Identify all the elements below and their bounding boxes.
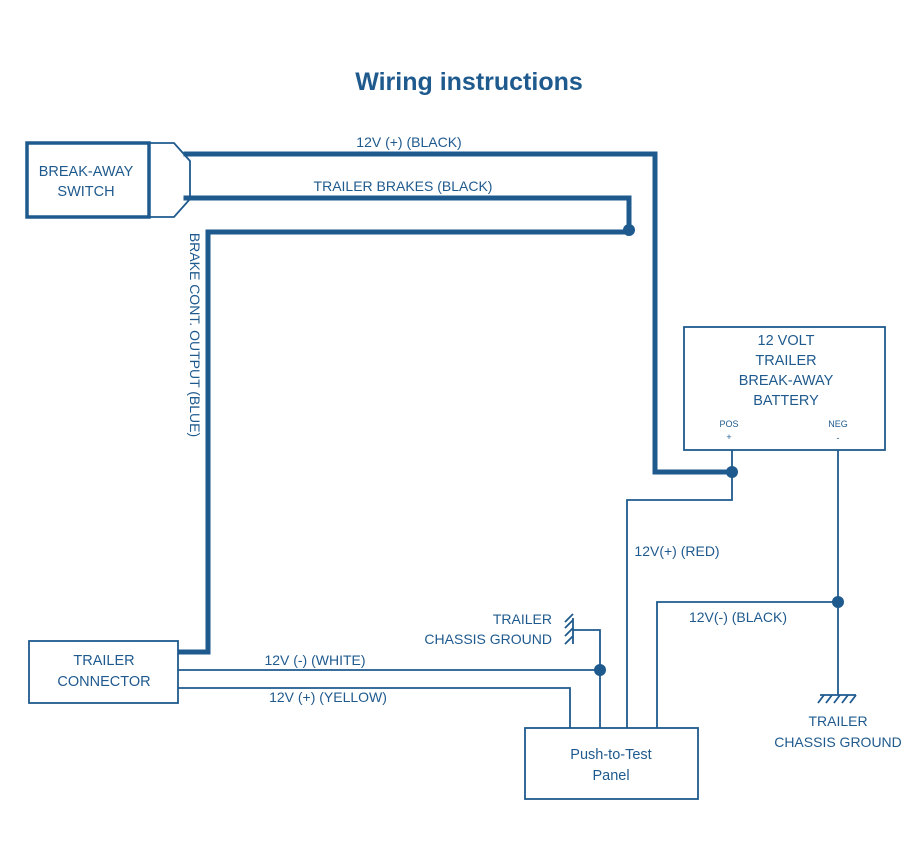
page-title: Wiring instructions xyxy=(355,68,583,96)
battery-neg-symbol: - xyxy=(837,433,840,443)
label-battery-black: 12V(-) (BLACK) xyxy=(689,609,787,625)
trailer-connector: TRAILER CONNECTOR xyxy=(28,640,179,704)
trailer-connector-label-1: TRAILER xyxy=(73,653,134,669)
label-battery-ground-2: CHASSIS GROUND xyxy=(774,734,902,750)
wire-battery-red xyxy=(626,440,733,728)
battery-pos-label: POS xyxy=(719,419,738,429)
push-to-test-label-2: Panel xyxy=(592,768,629,784)
label-yellow: 12V (+) (YELLOW) xyxy=(269,689,387,705)
wire-switch-12v xyxy=(183,151,735,475)
trailer-connector-label-2: CONNECTOR xyxy=(57,674,150,690)
wire-battery-black xyxy=(656,601,838,728)
battery-neg-label: NEG xyxy=(828,419,848,429)
label-switch-12v: 12V (+) (BLACK) xyxy=(356,134,461,150)
push-to-test-label-1: Push-to-Test xyxy=(570,747,651,763)
trailer-battery: 12 VOLT TRAILER BREAK-AWAY BATTERY POS +… xyxy=(683,326,886,451)
junction-dot-white xyxy=(594,664,606,676)
label-battery-ground-1: TRAILER xyxy=(808,713,867,729)
battery-label-2: TRAILER xyxy=(755,353,816,369)
break-away-switch-label-2: SWITCH xyxy=(57,184,114,200)
wire-panel-ground xyxy=(573,629,601,670)
junction-dot-battery-neg xyxy=(832,596,844,608)
battery-ground-icon xyxy=(817,694,857,704)
battery-label-1: 12 VOLT xyxy=(758,333,815,349)
label-trailer-brakes: TRAILER BRAKES (BLACK) xyxy=(314,178,493,194)
label-white: 12V (-) (WHITE) xyxy=(264,652,365,668)
battery-label-3: BREAK-AWAY xyxy=(739,373,834,389)
push-to-test-panel: Push-to-Test Panel xyxy=(524,727,699,800)
battery-label-4: BATTERY xyxy=(753,393,819,409)
label-brake-output: BRAKE CONT. OUTPUT (BLUE) xyxy=(187,233,203,437)
junction-dot-brakes xyxy=(623,224,635,236)
junction-dot-battery-pos xyxy=(726,466,738,478)
label-panel-ground-2: CHASSIS GROUND xyxy=(424,631,552,647)
wire-brake-output xyxy=(177,229,632,655)
label-panel-ground-1: TRAILER xyxy=(493,611,552,627)
break-away-switch: BREAK-AWAY SWITCH xyxy=(25,141,191,219)
panel-ground-icon xyxy=(564,613,574,645)
break-away-switch-label-1: BREAK-AWAY xyxy=(39,164,134,180)
wire-white xyxy=(178,669,601,728)
wire-yellow xyxy=(178,687,571,728)
label-battery-red: 12V(+) (RED) xyxy=(634,543,719,559)
wire-trailer-brakes xyxy=(183,195,632,232)
battery-pos-symbol: + xyxy=(726,432,731,442)
